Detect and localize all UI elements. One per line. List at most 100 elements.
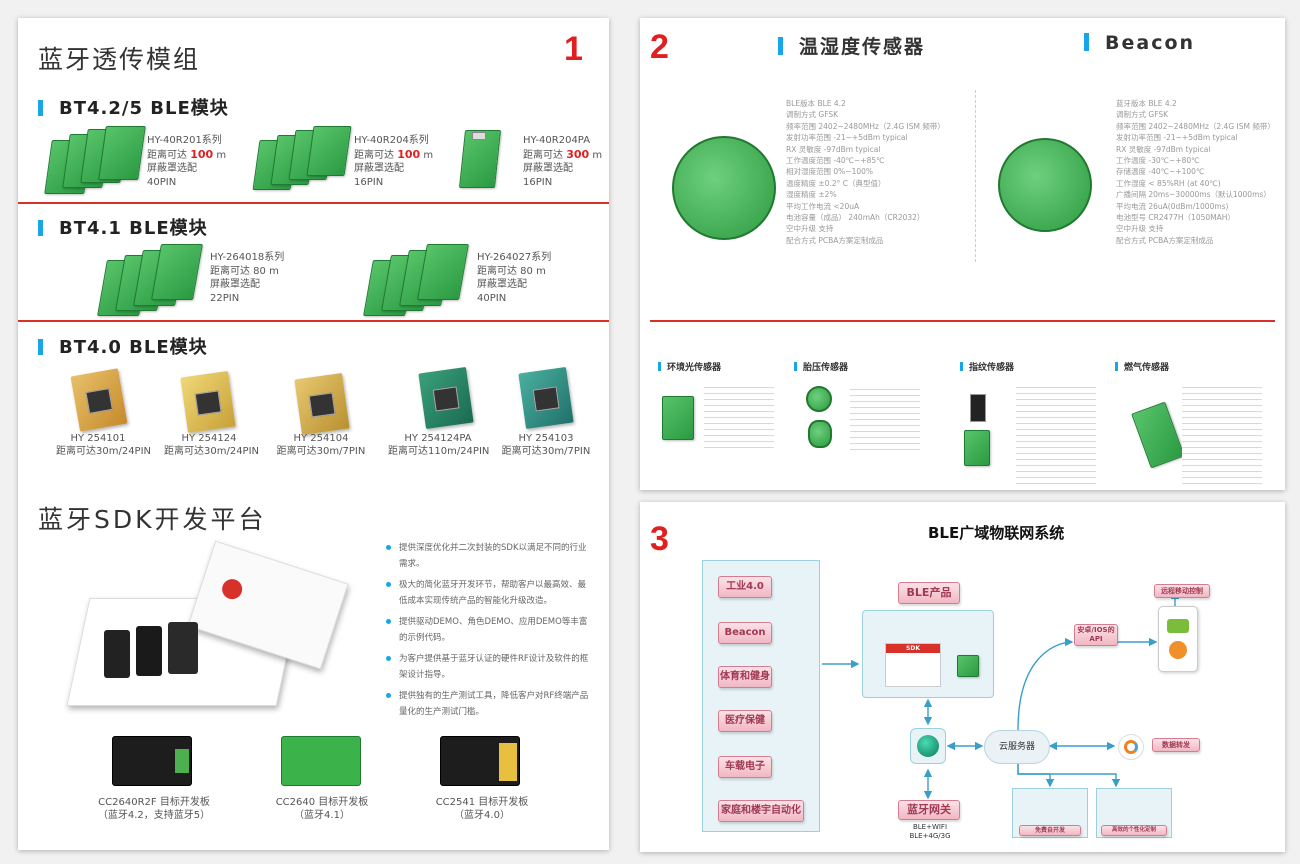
section-bar xyxy=(1084,33,1089,51)
module-name: HY-40R204系列 xyxy=(354,135,429,146)
spec-line: 蓝牙版本 BLE 4.2 xyxy=(1116,99,1177,108)
spec-line: 湿度精度 ±2% xyxy=(786,190,837,200)
section-title-temp-humidity: 温湿度传感器 xyxy=(778,32,925,59)
app-field-industry40: 工业4.0 xyxy=(718,576,772,598)
module-name: HY-264018系列 xyxy=(210,252,285,263)
range-unit: m xyxy=(592,149,603,161)
module-info: HY-40R204PA 距离可达 300 m 屏蔽罩选配 16PIN xyxy=(523,134,602,189)
brand-logo-icon xyxy=(219,576,245,602)
section-bar xyxy=(38,220,43,236)
divider xyxy=(18,202,609,204)
sdk-app-image: SDK xyxy=(885,643,941,687)
spec-line: 电池容量（成品） 240mAh（CR2032） xyxy=(786,213,925,223)
gateway-label: 蓝牙网关 xyxy=(898,800,960,820)
spec-line: RX 灵敏度 -97dBm typical xyxy=(1116,144,1211,154)
module-name: HY 254124 xyxy=(181,433,237,444)
module-range: 距离可达 300 m xyxy=(523,148,602,163)
spec-line: 调制方式 GFSK xyxy=(1116,110,1169,120)
range-prefix: 距离可达 xyxy=(523,149,563,161)
spec-line: 电池型号 CR2477H（1050MAH） xyxy=(1116,213,1235,223)
spec-line: 空中升级 支持 xyxy=(786,224,834,234)
diagram-connectors xyxy=(822,590,1180,800)
range-value: 100 xyxy=(397,147,421,161)
module-range: 距离可达 80 m xyxy=(477,265,546,277)
section-title: BT4.1 BLE模块 xyxy=(59,218,208,239)
spec-line: 发射功率范围 -21~+5dBm typical xyxy=(786,133,908,143)
data-forward-label: 数据转发 xyxy=(1152,738,1200,752)
section-title-beacon: Beacon xyxy=(1084,32,1195,54)
module-pins: 22PIN xyxy=(210,292,240,304)
module-shield: 屏蔽罩选配 xyxy=(210,279,260,290)
fingerprint-sensor-image xyxy=(970,394,986,422)
devboard-cc2640-image xyxy=(281,736,361,786)
subsection-tire-pressure: 胎压传感器 xyxy=(794,360,848,373)
module-shield: 屏蔽罩选配 xyxy=(147,163,197,174)
app-field-automotive: 车载电子 xyxy=(718,756,772,778)
module-chip-image xyxy=(294,372,350,436)
panel-number: 3 xyxy=(650,520,669,558)
sdk-feature: 为客户提供基于蓝牙认证的硬件RF设计及软件的框架设计指导。 xyxy=(386,651,591,683)
spec-line: 温度精度 ±0.2° C（典型值） xyxy=(786,178,886,188)
spec-line: 配合方式 PCBA方案定制成品 xyxy=(1116,235,1214,245)
devboard-note: （蓝牙4.0） xyxy=(454,810,510,821)
app-field-beacon: Beacon xyxy=(718,622,772,644)
module-pins: 40PIN xyxy=(477,292,507,304)
panel-number: 1 xyxy=(564,30,583,68)
section-title: BT4.2/5 BLE模块 xyxy=(59,98,229,119)
module-name: HY 254104 xyxy=(293,433,349,444)
module-chip-image xyxy=(518,366,574,430)
panel-ble-modules: 蓝牙透传模组 1 BT4.2/5 BLE模块 HY-40R201系列 距离可达 … xyxy=(18,18,609,850)
module-info: HY-264027系列 距离可达 80 m 屏蔽罩选配 40PIN xyxy=(477,251,551,305)
module-shield: 屏蔽罩选配 xyxy=(523,163,573,174)
devboard-cc2640r2f-image xyxy=(112,736,192,786)
sdk-feature: 极大的简化蓝牙开发环节，帮助客户以最高效、最低成本实现传统产品的智能化升级改造。 xyxy=(386,577,591,609)
module-shield: 屏蔽罩选配 xyxy=(354,163,404,174)
section-bt41: BT4.1 BLE模块 xyxy=(38,214,208,240)
gateway-device xyxy=(910,728,946,764)
spec-text-block xyxy=(1016,382,1096,486)
spec-line: 存储温度 -40℃~+100℃ xyxy=(1116,167,1205,177)
subsection-fingerprint: 指纹传感器 xyxy=(960,360,1014,373)
module-chip-image xyxy=(70,368,128,432)
api-label: 安卓/IOS的 API xyxy=(1074,624,1118,646)
section-bar xyxy=(960,362,963,371)
section-title: 温湿度传感器 xyxy=(799,36,926,58)
module-caption: HY 254104 距离可达30m/7PIN xyxy=(276,432,366,458)
spec-line: 工作湿度 < 85%RH (at 40℃) xyxy=(1116,178,1221,188)
spec-line: 工作温度 -30℃~+80℃ xyxy=(1116,156,1200,166)
spec-line: 空中升级 支持 xyxy=(1116,224,1164,234)
divider xyxy=(975,90,976,262)
subsection-title: 指纹传感器 xyxy=(969,363,1015,373)
remote-control-label: 远程移动控制 xyxy=(1154,584,1210,598)
module-name: HY-264027系列 xyxy=(477,252,552,263)
module-spec: 距离可达30m/24PIN xyxy=(164,446,260,457)
module-name: HY 254124PA xyxy=(404,433,472,444)
section-bar xyxy=(794,362,797,371)
subsection-title: 胎压传感器 xyxy=(803,363,849,373)
subsection-ambient-light: 环境光传感器 xyxy=(658,360,721,373)
range-prefix: 距离可达 xyxy=(147,149,187,161)
temp-sensor-image xyxy=(672,136,776,240)
kit-board-image xyxy=(136,626,162,676)
custom-dev-tag: 高效的个性化定制 xyxy=(1101,825,1167,836)
diagram-title: BLE广域物联网系统 xyxy=(928,524,1065,542)
module-spec: 距离可达30m/7PIN xyxy=(276,446,366,457)
gateway-icon xyxy=(917,735,939,757)
devboard-name: CC2640 目标开发板 xyxy=(275,797,369,808)
module-caption: HY 254124 距离可达30m/24PIN xyxy=(164,432,260,458)
section-title: BT4.0 BLE模块 xyxy=(59,337,208,358)
spec-text-block xyxy=(1182,382,1262,486)
section-bar xyxy=(38,100,43,116)
spec-line: 频率范围 2402~2480MHz（2.4G ISM 频带） xyxy=(1116,121,1275,131)
spec-line: 平均工作电流 <20uA xyxy=(786,201,860,211)
section-bar xyxy=(778,37,783,55)
module-range: 距离可达 100 m xyxy=(354,148,433,163)
section-bt42: BT4.2/5 BLE模块 xyxy=(38,94,229,120)
panel-iot-system: 3 BLE广域物联网系统 工业4.0 Beacon 体育和健身 医疗保健 车载电… xyxy=(640,502,1285,852)
tire-sensor-image xyxy=(806,386,832,412)
devboard-caption: CC2541 目标开发板（蓝牙4.0） xyxy=(414,796,550,822)
app-field-sports: 体育和健身 xyxy=(718,666,772,688)
